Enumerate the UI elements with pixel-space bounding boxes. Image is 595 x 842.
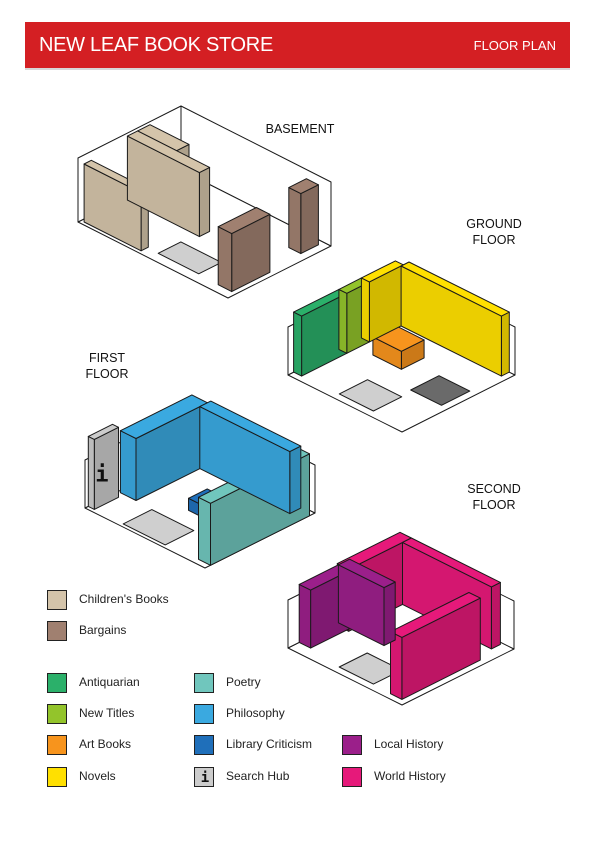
local-history-shelf-side-face-v	[383, 581, 396, 647]
floor-label-first: FIRST	[89, 351, 125, 365]
novels-shelf-right-face-v	[500, 311, 510, 377]
childrens-shelf-side-face-v	[198, 166, 211, 238]
search-hub-kiosk-face-u	[87, 435, 95, 510]
novels-shelf-back-top	[360, 260, 404, 283]
philosophy-shelf-right-face-v	[289, 445, 302, 515]
floor-first: i	[84, 394, 316, 569]
childrens-shelf-side-top	[126, 130, 211, 174]
antiquarian-shelf-face-u	[293, 311, 303, 377]
legend-swatch-poetry	[194, 673, 214, 693]
floor-label-second: FLOOR	[472, 498, 515, 512]
floor-plan-label: FLOOR PLAN	[473, 38, 556, 53]
world-history-shelf-right-face-v	[490, 581, 501, 650]
floor-label-basement: BASEMENT	[266, 122, 335, 136]
floor-label-ground: GROUND	[466, 217, 522, 231]
bargains-shelf-right-face-v	[300, 184, 319, 255]
legend-swatch-bargains	[47, 621, 67, 641]
legend-swatch-library-criticism	[194, 735, 214, 755]
legend-label: New Titles	[79, 706, 135, 720]
legend-swatch-world-history	[342, 767, 362, 787]
floor-label-first: FLOOR	[85, 367, 128, 381]
legend-label: Art Books	[79, 737, 132, 751]
floor-label-ground: FLOOR	[472, 233, 515, 247]
legend-label: Antiquarian	[79, 675, 140, 689]
legend-swatch-search-hub: i	[194, 767, 214, 787]
legend-label: Novels	[79, 769, 116, 783]
floor-ground	[287, 260, 516, 433]
legend-label: Bargains	[79, 623, 127, 637]
legend-label: Library Criticism	[226, 737, 313, 751]
philosophy-shelf-back-top	[119, 394, 208, 439]
floor-label-second: SECOND	[467, 482, 520, 496]
local-history-shelf-back-face-u	[298, 583, 312, 649]
bargains-shelf-right-face-u	[288, 187, 302, 255]
floor-second	[287, 531, 515, 706]
philosophy-shelf-back-face-u	[119, 430, 137, 501]
legend-swatch-antiquarian	[47, 673, 67, 693]
legend-label: Children's Books	[79, 592, 169, 606]
philosophy-shelf-right-top	[199, 400, 302, 453]
first-stairs	[122, 509, 195, 546]
search-hub-kiosk-top	[87, 423, 119, 440]
new-titles-shelf-face-u	[338, 288, 348, 354]
local-history-shelf-side-top	[337, 558, 396, 589]
bargains-shelf-front-face-u	[217, 226, 233, 293]
floor-basement	[77, 105, 332, 299]
ground-dark-stairs	[410, 375, 471, 406]
bargains-shelf-front-top	[217, 207, 271, 235]
legend-label: Philosophy	[226, 706, 285, 720]
legend-swatch-childrens	[47, 590, 67, 610]
basement-stairs	[157, 241, 222, 275]
legend-label: Poetry	[226, 675, 261, 689]
legend-label: Search Hub	[226, 769, 290, 783]
bargains-shelf-right-top	[288, 178, 319, 195]
legend-label: World History	[374, 769, 446, 783]
legend-label: Local History	[374, 737, 444, 751]
legend-swatch-art-books	[47, 735, 67, 755]
novels-shelf-back-face-u	[360, 277, 370, 343]
store-title: NEW LEAF BOOK STORE	[39, 34, 273, 56]
info-icon: i	[95, 462, 108, 487]
novels-shelf-right-top	[400, 261, 510, 317]
header-divider	[25, 68, 570, 70]
header-bar: NEW LEAF BOOK STORE FLOOR PLAN	[25, 22, 570, 68]
info-icon: i	[200, 770, 210, 786]
legend-swatch-new-titles	[47, 704, 67, 724]
poetry-shelf-face-u	[198, 496, 211, 566]
legend-swatch-local-history	[342, 735, 362, 755]
ground-stairs	[338, 379, 403, 412]
legend-swatch-philosophy	[194, 704, 214, 724]
legend-swatch-novels	[47, 767, 67, 787]
world-history-shelf-right-top	[402, 537, 501, 588]
